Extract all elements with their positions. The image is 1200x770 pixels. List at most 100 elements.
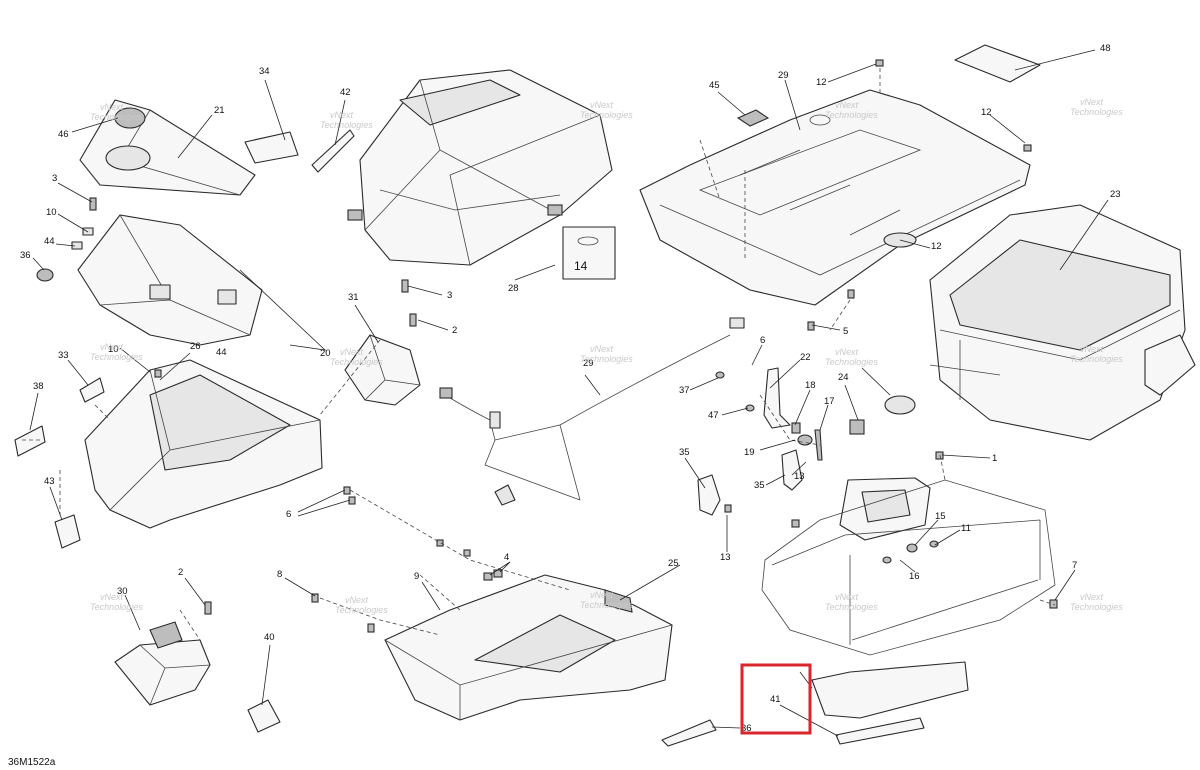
watermark-line2: Technologies <box>90 112 143 122</box>
watermark-line1: vNext <box>835 347 859 357</box>
callout-44-a: 44 <box>44 236 55 247</box>
callout-32: 31 <box>348 292 359 303</box>
part-40-pad <box>247 699 281 733</box>
callout-46: 45 <box>709 80 720 91</box>
callout-16: 16 <box>909 571 920 582</box>
callout-45: 46 <box>58 129 69 140</box>
part-32-latch <box>344 334 421 406</box>
watermark-line2: Technologies <box>1070 602 1123 612</box>
watermark-line2: Technologies <box>825 110 878 120</box>
watermark-line1: vNext <box>1080 592 1104 602</box>
callout-23: 23 <box>1110 189 1121 200</box>
callout-3-a: 3 <box>52 173 57 184</box>
watermark-line2: Technologies <box>580 110 633 120</box>
callout-2-b: 2 <box>178 567 183 578</box>
part-34-plate <box>244 131 299 164</box>
part-30-cable-harness <box>439 317 745 506</box>
part-24-bumper <box>849 395 916 435</box>
part-38-strip <box>661 719 717 747</box>
callout-34: 34 <box>259 66 270 77</box>
callout-44-b: 44 <box>216 347 227 358</box>
part-20-bracket <box>77 214 263 346</box>
part-48-pad <box>954 44 1041 83</box>
callout-33: 33 <box>58 350 69 361</box>
watermark-line1: vNext <box>100 592 124 602</box>
callout-41: 43 <box>44 476 55 487</box>
part-14-detail-box <box>562 226 616 280</box>
callout-37-a: 35 <box>679 447 690 458</box>
callout-18: 18 <box>805 380 816 391</box>
part-41-pad <box>54 514 81 549</box>
part-18-bolt <box>791 422 801 434</box>
callout-37-b: 35 <box>754 480 765 491</box>
part-21-cover <box>79 99 256 196</box>
watermark-line2: Technologies <box>1070 107 1123 117</box>
callout-28: 28 <box>508 283 519 294</box>
part-25-lower-cover <box>384 574 673 721</box>
callout-12-c: 12 <box>931 241 942 252</box>
part-23-rear-bag <box>929 204 1196 441</box>
watermark-line1: vNext <box>1080 97 1104 107</box>
watermark-line2: Technologies <box>1070 354 1123 364</box>
part-28-storage-box <box>347 69 613 266</box>
watermarks: vNext Technologies vNext Technologies vN… <box>90 97 1123 615</box>
watermark-line1: vNext <box>345 595 369 605</box>
callout-7: 7 <box>1072 560 1077 571</box>
watermark-line1: vNext <box>835 100 859 110</box>
callout-10-a: 10 <box>46 207 57 218</box>
part-19-washer <box>797 434 813 446</box>
part-37-clip <box>697 474 721 516</box>
callout-13-b: 13 <box>720 552 731 563</box>
part-29-floor-tray <box>639 89 1031 306</box>
part-46-label <box>736 109 770 127</box>
callout-15: 15 <box>935 511 946 522</box>
callout-11: 11 <box>961 523 971 534</box>
callout-14: 14 <box>574 259 588 273</box>
callout-36: 36 <box>20 250 31 261</box>
callout-5: 5 <box>843 326 848 337</box>
callout-38: 36 <box>741 723 752 734</box>
callout-40: 40 <box>264 632 275 643</box>
part-39-pad <box>14 425 46 457</box>
callout-39: 38 <box>33 381 44 392</box>
part-47-nut <box>745 404 755 412</box>
callout-30: 29 <box>583 358 594 369</box>
callout-21: 21 <box>214 105 225 116</box>
watermark-line1: vNext <box>590 100 614 110</box>
watermark-line2: Technologies <box>90 352 143 362</box>
highlight-box-43 <box>740 663 812 735</box>
leader-lines <box>29 49 1109 737</box>
callout-31: 30 <box>117 586 128 597</box>
part-3-screw <box>89 197 97 211</box>
part-battery-tray-frame <box>761 477 1056 656</box>
callout-12-b: 12 <box>981 107 992 118</box>
part-22-bracket <box>763 367 791 429</box>
watermark-line2: Technologies <box>825 602 878 612</box>
watermark-line1: vNext <box>330 110 354 120</box>
watermark-line2: Technologies <box>580 600 633 610</box>
part-42-strip <box>311 129 355 173</box>
callout-43: 41 <box>770 694 781 705</box>
watermark-line1: vNext <box>340 347 364 357</box>
callout-12-a: 12 <box>816 77 827 88</box>
callout-24: 24 <box>838 372 849 383</box>
callout-9: 9 <box>414 571 419 582</box>
callout-26: 26 <box>190 341 201 352</box>
part-31-lock-motor <box>114 621 211 706</box>
drawing-number: 36M1522a <box>8 757 56 768</box>
watermark-line1: vNext <box>100 102 124 112</box>
callout-8: 8 <box>277 569 282 580</box>
watermark-line2: Technologies <box>825 357 878 367</box>
callout-6-b: 6 <box>286 509 291 520</box>
callout-numbers: 46 21 34 42 3 10 44 36 33 10 44 26 20 38… <box>20 43 1121 734</box>
callout-20: 20 <box>320 348 331 359</box>
part-36-grommet <box>36 268 54 282</box>
watermark-line1: vNext <box>100 342 124 352</box>
callout-4: 4 <box>504 552 509 563</box>
callout-48: 48 <box>1100 43 1111 54</box>
callout-10-b: 10 <box>108 344 119 355</box>
callout-17: 17 <box>824 396 835 407</box>
callout-42: 42 <box>340 87 351 98</box>
part-37-clip-b <box>781 449 803 491</box>
